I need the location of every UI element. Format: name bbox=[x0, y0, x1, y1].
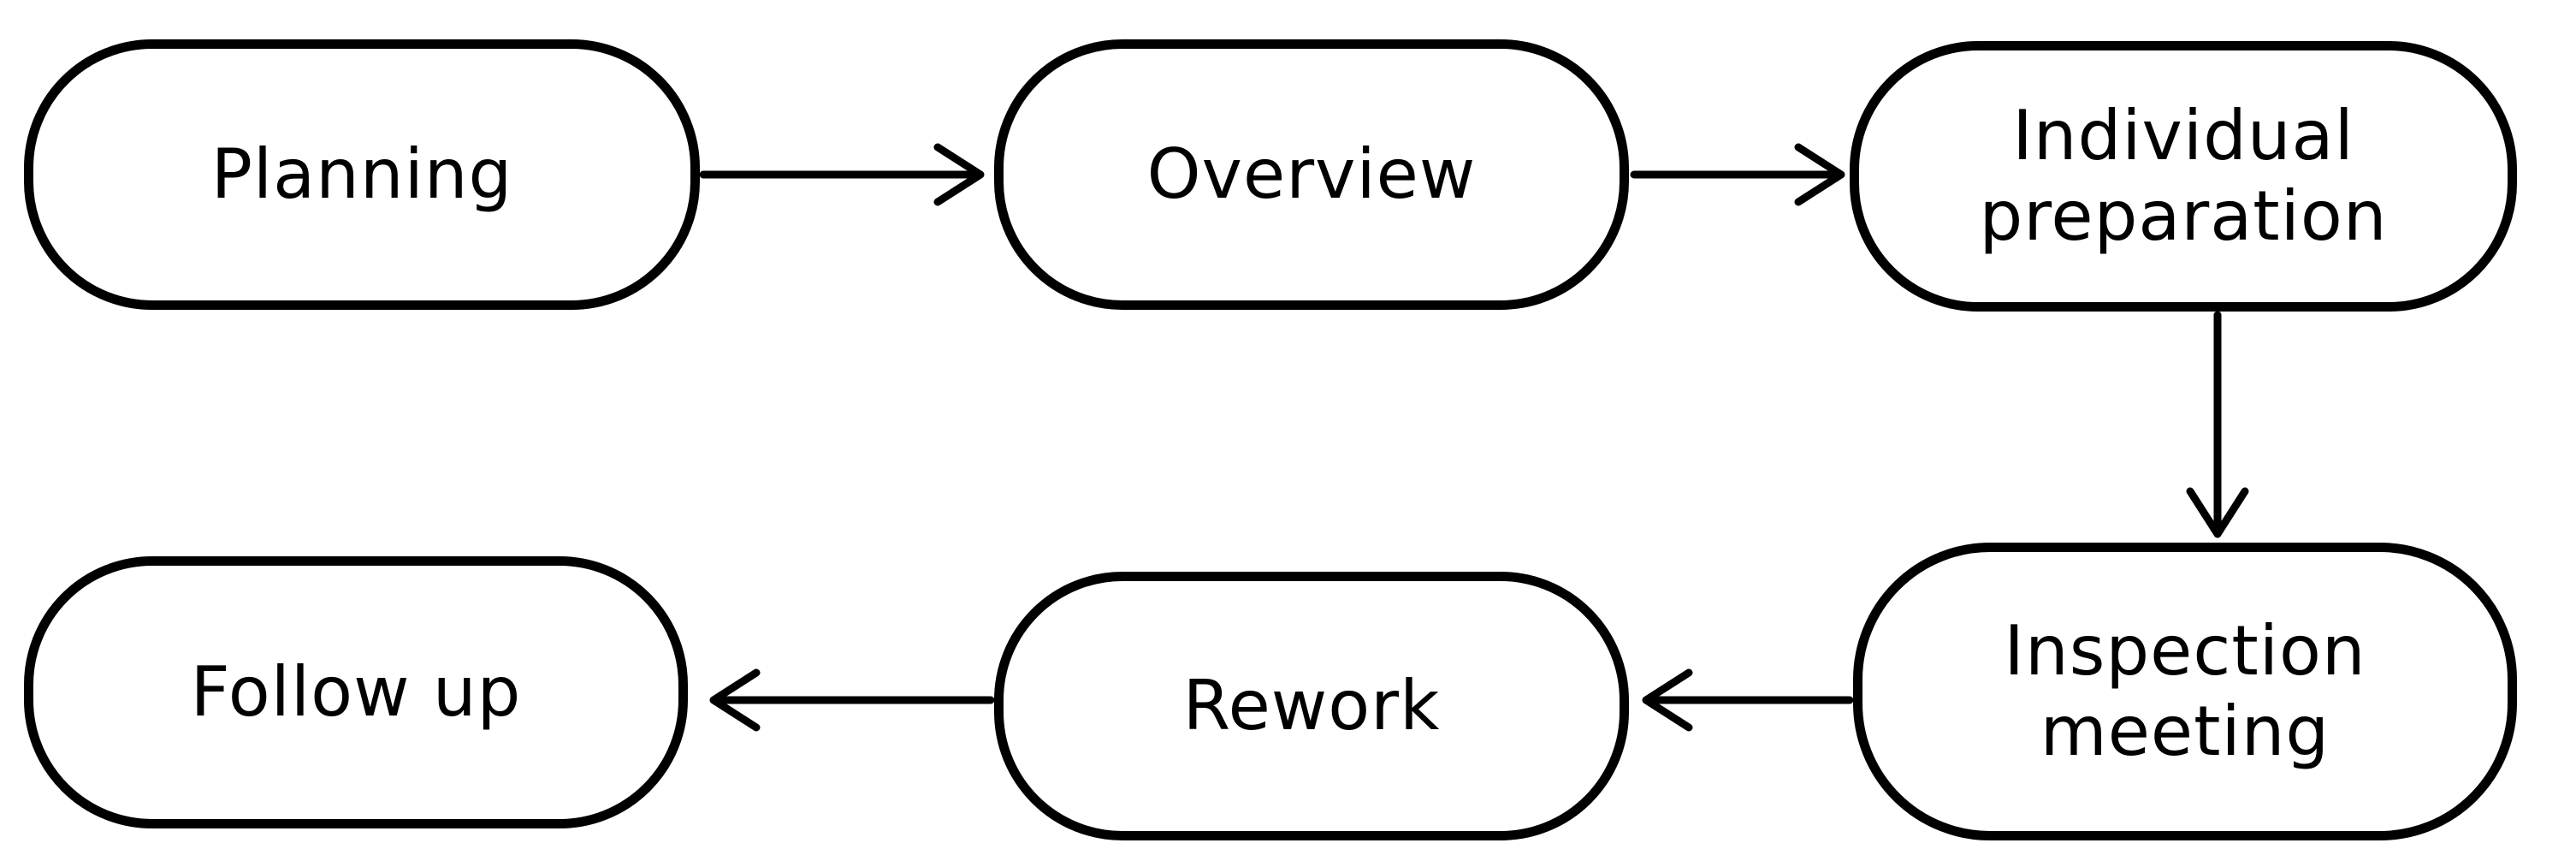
node-rework: Rework bbox=[994, 572, 1629, 840]
arrow-inspection-meeting-to-rework bbox=[1642, 668, 1854, 732]
node-individual-preparation: Individual preparation bbox=[1850, 41, 2517, 312]
node-planning-label: Planning bbox=[210, 134, 513, 214]
node-overview: Overview bbox=[994, 39, 1629, 310]
node-follow-up-label: Follow up bbox=[190, 651, 522, 732]
node-inspection-meeting: Inspection meeting bbox=[1853, 543, 2517, 840]
node-planning: Planning bbox=[24, 39, 700, 310]
node-individual-preparation-label: Individual preparation bbox=[1979, 95, 2388, 256]
arrow-rework-to-follow-up bbox=[709, 668, 995, 732]
node-inspection-meeting-label: Inspection meeting bbox=[2004, 610, 2366, 771]
arrow-planning-to-overview bbox=[699, 143, 985, 206]
node-rework-label: Rework bbox=[1182, 665, 1441, 745]
arrow-individual-preparation-to-inspection-meeting bbox=[2186, 311, 2249, 538]
node-overview-label: Overview bbox=[1146, 134, 1477, 214]
arrow-overview-to-individual-preparation bbox=[1630, 143, 1845, 206]
node-follow-up: Follow up bbox=[24, 556, 688, 828]
